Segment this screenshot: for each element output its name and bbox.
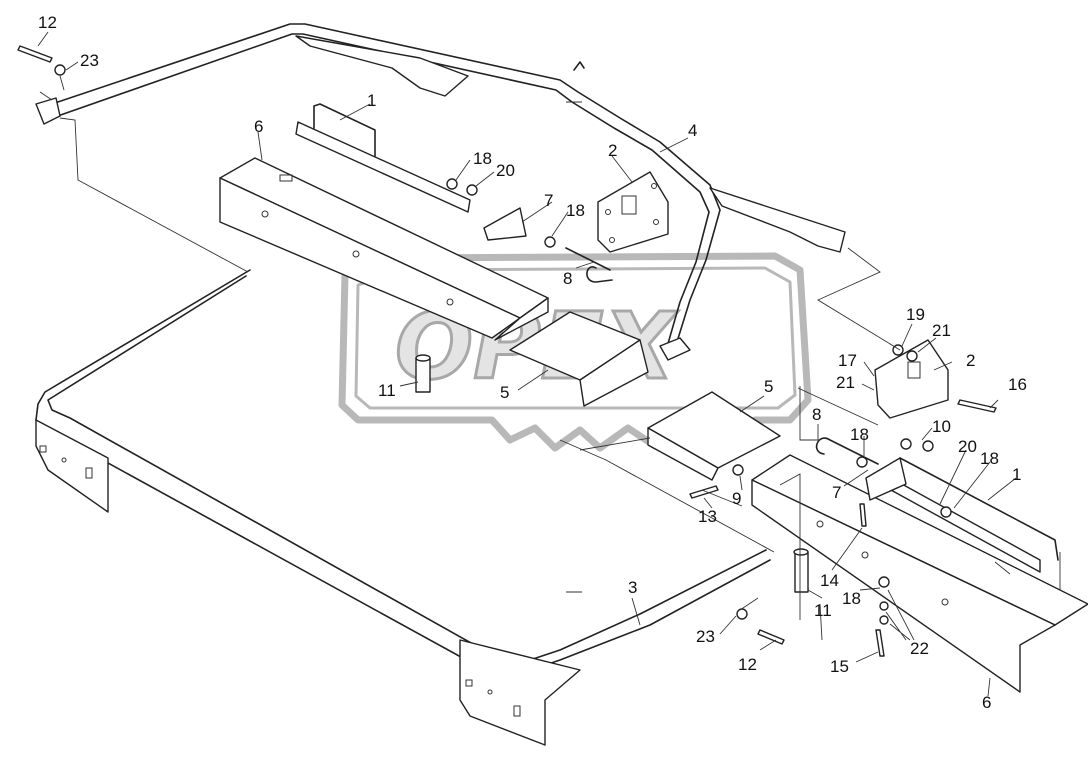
callout-16: 16	[1008, 375, 1027, 394]
callout-23-lower: 23	[696, 627, 715, 646]
callout-21-lower: 21	[836, 373, 855, 392]
callout-9: 9	[732, 489, 741, 508]
callout-14: 14	[820, 571, 839, 590]
callout-17: 17	[838, 351, 857, 370]
callout-2-right: 2	[966, 351, 975, 370]
handle-bracket-left	[295, 103, 471, 213]
callout-6-lower: 6	[982, 693, 991, 712]
callout-15: 15	[830, 657, 849, 676]
callout-1-right: 1	[1012, 465, 1021, 484]
callout-20-right: 20	[958, 437, 977, 456]
callout-18-upper: 18	[473, 149, 492, 168]
callout-2-upper: 2	[608, 141, 617, 160]
fasteners	[17, 45, 997, 657]
callout-20-upper: 20	[496, 161, 515, 180]
bushing-left	[415, 354, 431, 393]
callout-11-left: 11	[378, 381, 396, 400]
mount-channel-right	[751, 454, 1088, 693]
callout-5-left: 5	[500, 383, 509, 402]
callout-8-right: 8	[812, 405, 821, 424]
callout-18-middle: 18	[566, 201, 585, 220]
hinge-plate-top	[597, 171, 669, 253]
callout-labels: 1 1 2 2 3 4 5 5 6 6 7 7 8 8 9 10 11 11 1…	[38, 13, 1027, 712]
callout-3: 3	[628, 578, 637, 597]
callout-18-right: 18	[850, 425, 869, 444]
callout-18-lower: 18	[842, 589, 861, 608]
top-rail	[35, 23, 846, 361]
callout-23-upper: 23	[80, 51, 99, 70]
callout-19: 19	[906, 305, 925, 324]
callout-7-right: 7	[832, 483, 841, 502]
callout-1-upper: 1	[367, 91, 376, 110]
mount-channel-left	[219, 157, 549, 341]
bottom-frame	[35, 269, 771, 746]
callout-11-right: 11	[814, 601, 832, 620]
callout-4: 4	[688, 121, 697, 140]
callout-7-upper: 7	[544, 191, 553, 210]
callout-21-upper: 21	[932, 321, 951, 340]
channel-cover-left	[509, 311, 649, 407]
channel-cover-right	[647, 391, 781, 481]
callout-6-upper: 6	[254, 117, 263, 136]
callout-5-right: 5	[764, 377, 773, 396]
callout-leaders	[37, 31, 1017, 697]
callout-8-upper: 8	[563, 269, 572, 288]
assembly-lines	[39, 75, 1061, 620]
callout-13: 13	[698, 507, 717, 526]
callout-12-lower: 12	[738, 655, 757, 674]
hinge-plate-right	[874, 339, 949, 419]
callout-10: 10	[932, 417, 951, 436]
callout-22: 22	[910, 639, 929, 658]
callout-12-upper: 12	[38, 13, 57, 32]
hook-spring-top	[565, 247, 613, 283]
bushing-right	[793, 548, 809, 593]
hook-spring-right	[815, 437, 879, 465]
callout-18-far-right: 18	[980, 449, 999, 468]
